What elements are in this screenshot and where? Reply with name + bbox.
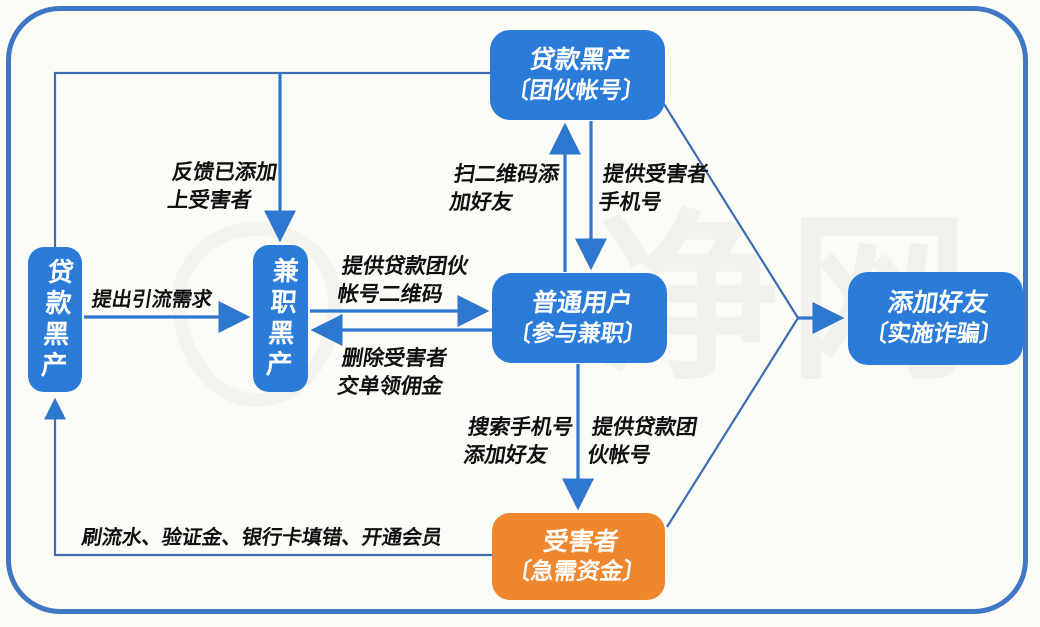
label-delete-victim-line1: 删除受害者 [340,346,450,370]
node-loan-gang-account-line1: 贷款黑产 [527,44,632,74]
node-parttime-gang: 兼职黑产 [253,245,308,392]
label-scan-qr-line2: 加好友 [447,190,515,215]
edge-line-loop-top [53,71,490,249]
node-victim: 受害者 〔急需资金〕 [492,513,665,600]
label-feedback-added-victim: 反馈已添加 上受害者 [166,158,280,215]
label-provide-account-line1: 提供贷款团 [590,415,700,439]
node-add-friend-scam: 添加好友 〔实施诈骗〕 [848,272,1023,365]
edge-victim-payments [44,397,492,557]
label-provide-gang-qr: 提供贷款团伙 帐号二维码 [336,252,471,309]
label-provide-gang-qr-line2: 帐号二维码 [335,282,445,307]
node-ordinary-user: 普通用户 〔参与兼职〕 [492,273,667,363]
node-ordinary-user-line1: 普通用户 [529,287,634,317]
node-add-friend-scam-line1: 添加好友 [885,288,990,318]
label-scan-qr-line1: 扫二维码添 [452,162,562,186]
label-delete-victim-commission: 删除受害者 交单领佣金 [336,344,450,401]
edge-line-victim-to-addfriend [666,317,799,528]
node-victim-line1: 受害者 [541,526,621,556]
node-loan-gang-account-line2: 〔团伙帐号〕 [504,77,647,104]
diagram-border-frame [6,6,1028,614]
node-loan-gang-account: 贷款黑产 〔团伙帐号〕 [490,30,665,120]
node-loan-gang: 贷款黑产 [28,247,82,392]
node-loan-gang-label: 贷款黑产 [35,257,74,382]
node-ordinary-user-line2: 〔参与兼职〕 [506,320,649,347]
label-scan-qr-add-friend: 扫二维码添 加好友 [448,160,562,217]
label-search-phone-line2: 添加好友 [461,443,550,468]
node-add-friend-scam-line2: 〔实施诈骗〕 [862,320,1005,347]
label-search-phone-add-friend: 搜索手机号 添加好友 [462,413,576,470]
edge-line-gangaccount-to-addfriend [663,103,799,319]
label-provide-gang-account: 提供贷款团 伙帐号 [586,413,700,470]
label-provide-victim-phone: 提供受害者 手机号 [597,160,711,217]
label-provide-phone-line1: 提供受害者 [601,162,711,186]
label-feedback-line1: 反馈已添加 [170,160,280,184]
label-feedback-line2: 上受害者 [165,188,254,213]
node-victim-line2: 〔急需资金〕 [505,558,648,585]
label-victim-payments: 刷流水、验证金、银行卡填错、开通会员 [80,525,444,549]
label-provide-account-line2: 伙帐号 [585,443,653,468]
label-search-phone-line1: 搜索手机号 [466,415,576,439]
label-provide-phone-line2: 手机号 [596,190,664,215]
label-raise-traffic-demand: 提出引流需求 [90,287,214,311]
label-delete-victim-line2: 交单领佣金 [335,374,445,399]
node-parttime-gang-label: 兼职黑产 [260,256,300,381]
label-provide-gang-qr-line1: 提供贷款团伙 [340,254,471,278]
